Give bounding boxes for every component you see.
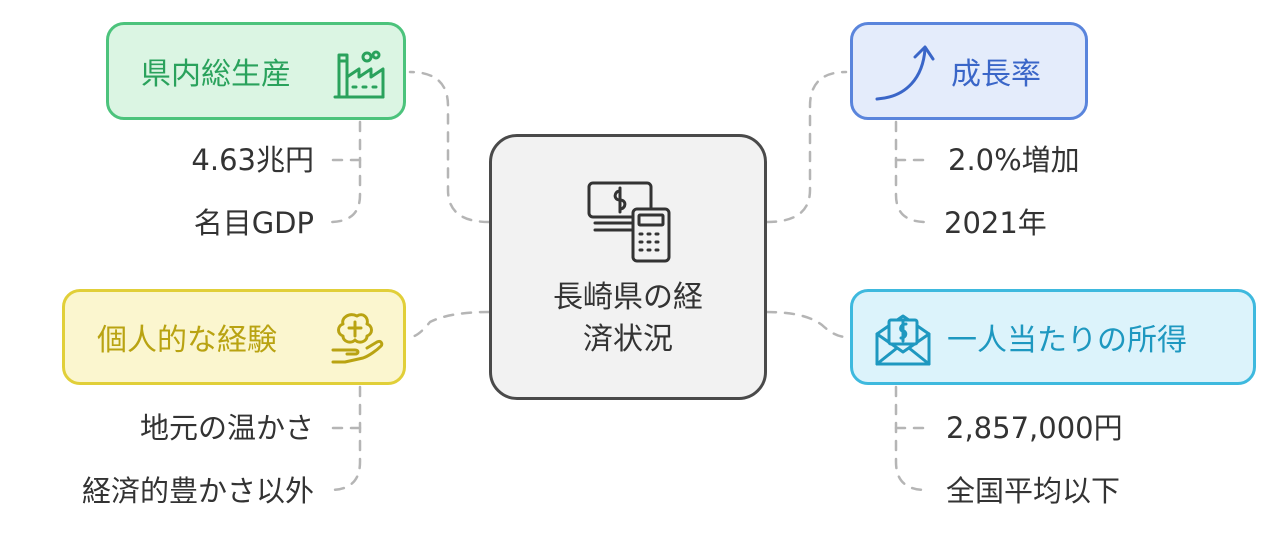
growth-item-2: 2021年	[944, 206, 1047, 240]
connector-income-items	[894, 385, 928, 492]
connector-center-gdp	[408, 70, 491, 224]
connector-center-income	[765, 310, 848, 339]
income-item-2: 全国平均以下	[946, 474, 1121, 508]
node-gdp-label: 県内総生産	[141, 57, 291, 92]
center-title-line-1: 長崎県の経	[553, 280, 703, 315]
node-growth: 成長率	[850, 22, 1088, 120]
factory-icon	[331, 47, 387, 105]
connector-gdp-items	[328, 120, 362, 224]
growth-arrow-icon	[871, 41, 935, 109]
income-item-1: 2,857,000円	[946, 411, 1123, 445]
growth-item-1: 2.0%増加	[948, 143, 1080, 177]
center-node: 長崎県の経 済状況	[489, 134, 767, 400]
node-gdp: 県内総生産	[106, 22, 406, 120]
gdp-item-1: 4.63兆円	[191, 143, 314, 177]
money-envelope-icon	[873, 310, 933, 372]
money-calculator-icon	[587, 179, 677, 273]
node-personal-label: 個人的な経験	[97, 323, 277, 358]
connector-personal-items	[328, 385, 362, 492]
center-title-line-2: 済状況	[583, 322, 673, 357]
node-personal: 個人的な経験	[62, 289, 406, 385]
personal-item-2: 経済的豊かさ以外	[81, 474, 314, 508]
node-growth-label: 成長率	[951, 57, 1041, 92]
hand-brain-icon	[329, 310, 389, 370]
node-income-label: 一人当たりの所得	[947, 323, 1187, 358]
connector-center-growth	[765, 70, 848, 224]
connector-growth-items	[894, 120, 928, 224]
center-title: 長崎県の経 済状況	[492, 277, 764, 361]
connector-center-personal	[408, 310, 491, 339]
node-income: 一人当たりの所得	[850, 289, 1256, 385]
personal-item-1: 地元の温かさ	[139, 411, 314, 445]
gdp-item-2: 名目GDP	[193, 206, 314, 240]
